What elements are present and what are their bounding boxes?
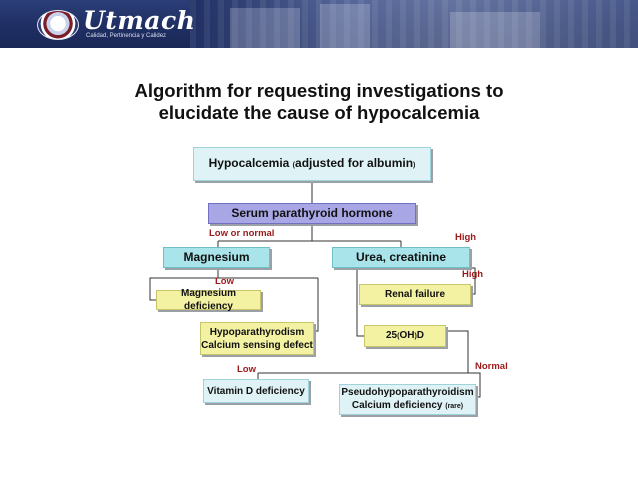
vitd-paren-open: ( xyxy=(397,333,400,340)
urea-label: Urea, creatinine xyxy=(355,250,447,264)
hypocalcemia-label: Hypocalcemia xyxy=(208,155,293,170)
label-low-or-normal: Low or normal xyxy=(209,228,275,239)
hypopara-line-1: Hypoparathyrodism xyxy=(209,326,305,338)
mg-deficiency-label: Magnesium deficiency xyxy=(180,288,236,312)
vitd-suffix: D xyxy=(416,330,425,341)
banner-campus-photo xyxy=(190,0,638,48)
title-line-2: elucidate the cause of hypocalcemia xyxy=(158,102,480,123)
pseudo-rare: (rare) xyxy=(445,403,464,410)
renal-failure-label: Renal failure xyxy=(384,289,446,300)
vitd-middle: OH xyxy=(399,330,415,341)
slide-title: Algorithm for requesting investigations … xyxy=(0,80,638,124)
node-magnesium-deficiency: Magnesium deficiency xyxy=(156,288,261,312)
node-pseudohypoparathyroidism: Pseudohypoparathyroidism Calcium deficie… xyxy=(339,384,476,415)
label-high-urea: High xyxy=(462,269,484,280)
node-magnesium: Magnesium xyxy=(163,247,270,268)
hypopara-line-2: Calcium sensing defect xyxy=(201,339,313,351)
label-high-pth: High xyxy=(455,232,477,243)
pseudo-line-1: Pseudohypoparathyroidism xyxy=(341,387,474,398)
node-urea-creatinine: Urea, creatinine xyxy=(332,247,470,268)
vitd-prefix: 25 xyxy=(385,330,398,341)
node-hypoparathyroidism: Hypoparathyrodism Calcium sensing defect xyxy=(200,322,314,355)
label-low-magnesium: Low xyxy=(215,276,234,287)
logo-text: Utmach xyxy=(83,6,196,35)
title-line-1: Algorithm for requesting investigations … xyxy=(134,80,504,101)
node-renal-failure: Renal failure xyxy=(359,284,471,305)
magnesium-label: Magnesium xyxy=(183,250,250,264)
node-serum-pth: Serum parathyroid hormone xyxy=(208,203,416,224)
label-low-vitd: Low xyxy=(237,364,256,375)
node-25-oh-d: 25(OH)D xyxy=(364,325,446,347)
hypocalcemia-detail: adjusted for albumin xyxy=(295,155,414,170)
pseudo-line-2: Calcium deficiency xyxy=(351,400,446,411)
paren-open: ( xyxy=(292,161,296,169)
pth-label: Serum parathyroid hormone xyxy=(231,206,393,220)
vitd-paren-close: ) xyxy=(414,333,417,340)
header-banner: Utmach Calidad, Pertinencia y Calidez xyxy=(0,0,638,48)
label-normal-vitd: Normal xyxy=(475,361,508,372)
vitd-deficiency-label: Vitamin D deficiency xyxy=(207,385,305,397)
node-vitamin-d-deficiency: Vitamin D deficiency xyxy=(203,379,309,403)
node-hypocalcemia: Hypocalcemia (adjusted for albumin) xyxy=(193,147,431,181)
university-seal-icon xyxy=(37,10,79,40)
logo-subtitle: Calidad, Pertinencia y Calidez xyxy=(86,33,167,39)
paren-close: ) xyxy=(413,161,416,169)
